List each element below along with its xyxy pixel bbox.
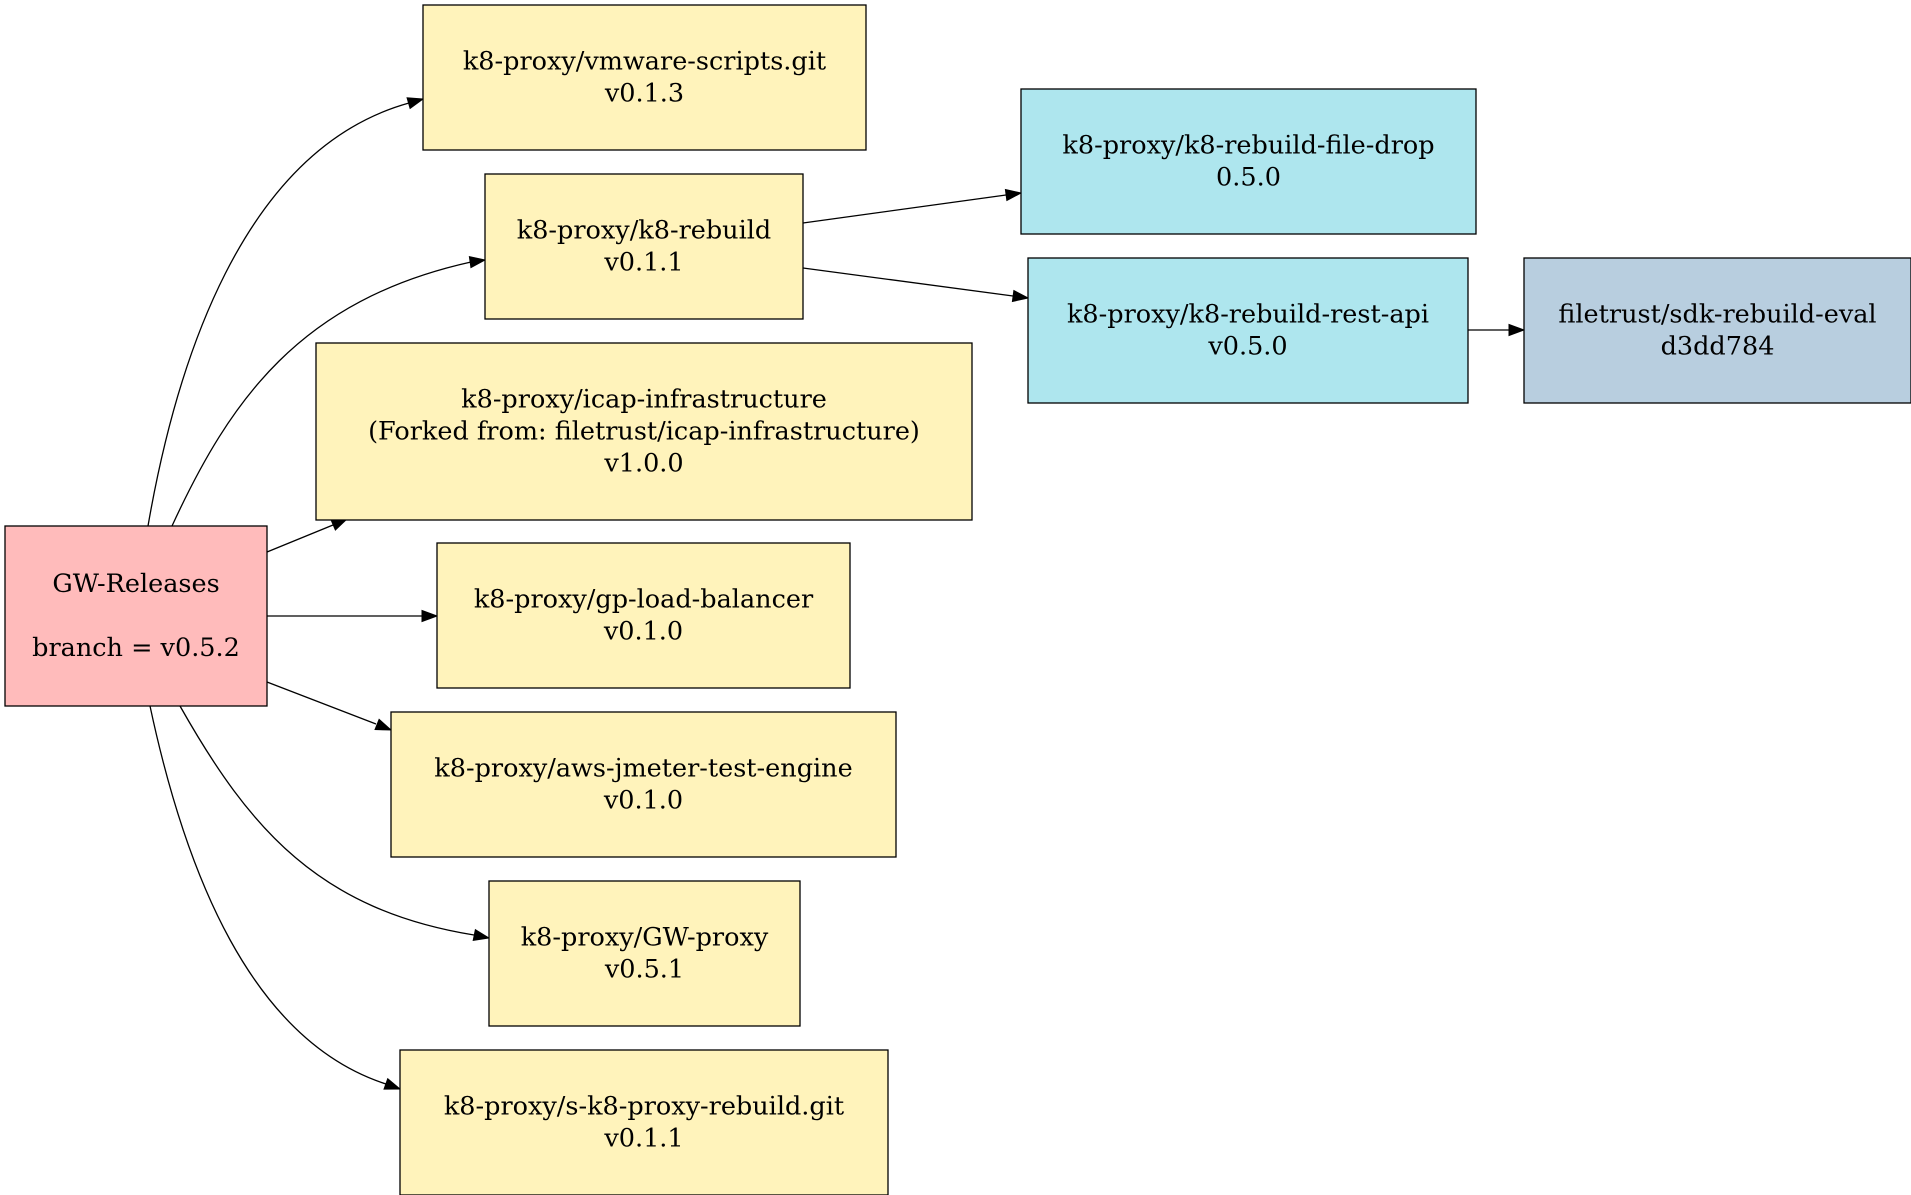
node-label-line: k8-proxy/s-k8-proxy-rebuild.git — [444, 1092, 845, 1122]
node-box — [315, 342, 973, 521]
edge-gw-releases-to-icap-infrastructure — [266, 518, 349, 553]
node-label-line: v0.5.0 — [1207, 332, 1287, 362]
node-label-line: (Forked from: filetrust/icap-infrastruct… — [368, 417, 920, 447]
node-label-line: v1.0.0 — [603, 449, 683, 479]
node-label-line: v0.1.0 — [603, 786, 683, 816]
edge-line — [179, 705, 475, 936]
edge-k8-rebuild-rest-api-to-sdk-rebuild-eval — [1468, 323, 1526, 337]
arrowhead — [1011, 289, 1030, 303]
node-label-line: 0.5.0 — [1216, 163, 1281, 193]
edge-gw-releases-to-aws-jmeter-test-engine — [266, 681, 393, 731]
node-box — [390, 711, 897, 858]
node-label-line: GW-Releases — [52, 569, 219, 599]
node-label-line: k8-proxy/k8-rebuild — [517, 216, 772, 246]
node-icap-infrastructure: k8-proxy/icap-infrastructure(Forked from… — [315, 342, 973, 521]
node-label-line: v0.5.1 — [604, 955, 684, 985]
edge-gw-releases-to-k8-rebuild — [171, 256, 487, 527]
node-gw-releases: GW-Releases branch = v0.5.2 — [4, 525, 268, 707]
arrowhead — [383, 1077, 402, 1090]
node-label-line: k8-proxy/vmware-scripts.git — [463, 47, 827, 77]
node-label-line: branch = v0.5.2 — [32, 633, 240, 663]
node-box — [436, 542, 851, 689]
arrowhead — [468, 256, 487, 269]
node-box — [484, 173, 804, 320]
edge-line — [171, 261, 472, 527]
arrowhead — [374, 718, 393, 731]
arrowhead — [406, 97, 425, 110]
edge-line — [149, 705, 387, 1085]
node-label-line: v0.1.3 — [604, 79, 684, 109]
node-box — [1523, 257, 1911, 404]
arrowhead — [1004, 188, 1023, 202]
edge-gw-releases-to-gw-proxy — [179, 705, 491, 942]
node-label-line: k8-proxy/GW-proxy — [521, 923, 769, 953]
node-box — [488, 880, 801, 1027]
edge-gw-releases-to-s-k8-proxy-rebuild — [149, 705, 402, 1090]
edge-line — [266, 681, 377, 725]
node-label-line: k8-proxy/gp-load-balancer — [474, 585, 814, 615]
node-box — [399, 1049, 889, 1195]
edge-k8-rebuild-to-k8-rebuild-file-drop — [802, 188, 1023, 224]
edge-gw-releases-to-vmware-scripts — [147, 97, 425, 527]
arrowhead — [1508, 323, 1526, 337]
edges-layer — [147, 97, 1526, 1090]
node-label-line: k8-proxy/aws-jmeter-test-engine — [434, 754, 852, 784]
nodes-layer: GW-Releases branch = v0.5.2 k8-proxy/vmwar… — [4, 4, 1911, 1195]
edge-line — [266, 524, 334, 553]
node-box — [1027, 257, 1469, 404]
node-label-line: filetrust/sdk-rebuild-eval — [1558, 300, 1876, 330]
edge-gw-releases-to-gp-load-balancer — [267, 609, 439, 623]
node-label-line: k8-proxy/k8-rebuild-file-drop — [1062, 131, 1434, 161]
node-label-line: d3dd784 — [1661, 332, 1775, 362]
node-label-line: v0.1.1 — [603, 248, 683, 278]
arrowhead — [421, 609, 439, 623]
node-label-line: v0.1.1 — [603, 1124, 683, 1154]
node-box — [1020, 88, 1477, 235]
edge-line — [147, 102, 410, 527]
node-label-line: k8-proxy/k8-rebuild-rest-api — [1067, 300, 1429, 330]
arrowhead — [472, 928, 491, 942]
edge-k8-rebuild-to-k8-rebuild-rest-api — [802, 267, 1030, 303]
node-box — [4, 525, 268, 707]
edge-line — [802, 194, 1007, 224]
node-box — [422, 4, 867, 151]
edge-line — [802, 267, 1014, 297]
node-label-line: v0.1.0 — [603, 617, 683, 647]
node-label-line: k8-proxy/icap-infrastructure — [461, 385, 827, 415]
